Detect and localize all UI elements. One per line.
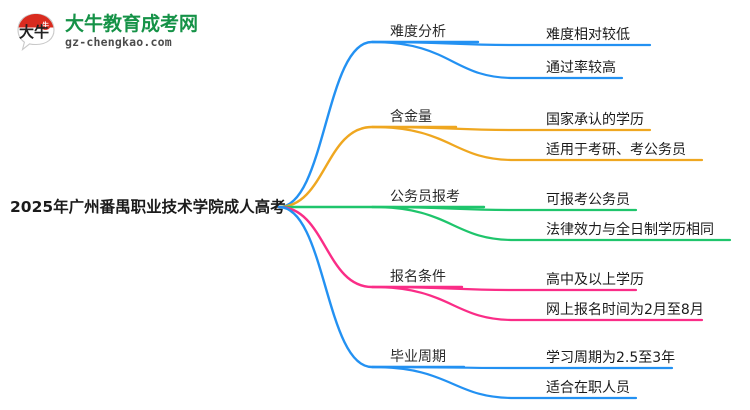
leaf-label: 网上报名时间为2月至8月 [546,302,704,318]
leaf-connector [370,40,652,47]
leaf-label: 可报考公务员 [546,192,630,208]
leaf-connector [370,365,674,370]
branch-label: 公务员报考 [390,189,460,205]
leaf-label: 学习周期为2.5至3年 [546,350,675,366]
logo-subtitle: gz-chengkao.com [65,35,172,50]
branch-label: 毕业周期 [390,349,446,365]
svg-text:牛: 牛 [42,20,49,29]
branch-label: 报名条件 [390,268,446,285]
leaf-connector [370,205,732,242]
leaf-label: 国家承认的学历 [546,111,644,128]
leaf-connector [370,125,704,162]
logo-title: 大牛教育成考网 [65,13,199,36]
branch-label: 含金量 [390,109,432,125]
leaf-label: 适用于考研、考公务员 [546,142,686,158]
leaf-connector [370,125,652,132]
mindmap-root-label: 2025年广州番禺职业技术学院成人高考 [10,197,286,216]
leaf-label: 通过率较高 [546,59,616,76]
branch-connector [277,205,466,369]
svg-text:大牛: 大牛 [19,23,49,41]
branch-connector [277,40,480,209]
leaf-connector [370,205,638,212]
leaf-connector [370,285,704,322]
leaf-connector [370,40,624,80]
leaf-connector [370,365,638,400]
site-logo[interactable]: 牛 大牛 大牛教育成考网 gz-chengkao.com [14,8,198,56]
leaf-label: 难度相对较低 [546,27,630,43]
speech-bubble-logo-icon: 牛 大牛 [14,11,58,53]
branch-connector [277,125,458,209]
leaf-label: 高中及以上学历 [546,271,644,288]
leaf-label: 法律效力与全日制学历相同 [546,221,714,238]
branch-connector [277,205,464,289]
leaf-label: 适合在职人员 [546,380,630,396]
leaf-connector [370,285,638,292]
branch-label: 难度分析 [390,24,446,40]
